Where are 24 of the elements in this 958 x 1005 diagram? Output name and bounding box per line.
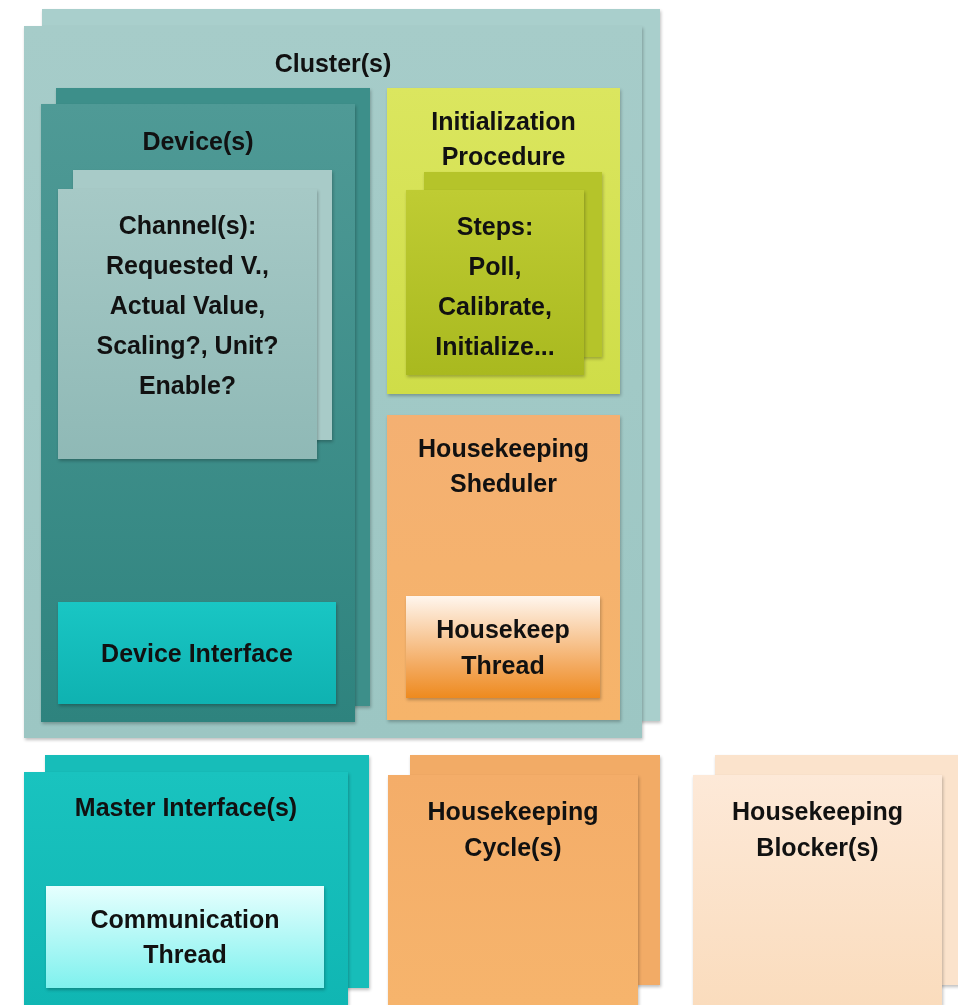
cluster-panel: [24, 26, 642, 738]
device-panel: [41, 104, 355, 722]
box-label: Housekeeping Cycle(s): [426, 796, 600, 863]
thread-box: [46, 886, 324, 988]
box-label: Steps: Poll, Calibrate, Initialize...: [434, 211, 556, 362]
box-label: Channel(s): Requested V., Actual Value, Scaling?, Unit? Enable?: [95, 210, 280, 401]
interface-box: [58, 602, 336, 704]
channel-card: [58, 189, 317, 459]
box-label: Master Interface(s): [73, 792, 299, 823]
steps-card: [406, 190, 584, 375]
thread-box: [406, 596, 600, 698]
box-label: Communication Thread: [89, 904, 281, 970]
cycle-card: [388, 775, 638, 1005]
blocker-card: [693, 775, 942, 1005]
box-label: Initialization Procedure: [430, 106, 577, 172]
box-label: Device Interface: [100, 638, 294, 669]
box-label: Cluster(s): [273, 48, 393, 79]
scheduler-panel: [387, 415, 620, 720]
box-label: Housekeeping Blocker(s): [731, 796, 904, 863]
box-label: Device(s): [141, 126, 255, 157]
interface-panel: [24, 772, 348, 1005]
box-label: Housekeep Thread: [435, 614, 571, 681]
procedure-panel: [387, 88, 620, 394]
box-label: Housekeeping Sheduler: [417, 433, 590, 499]
